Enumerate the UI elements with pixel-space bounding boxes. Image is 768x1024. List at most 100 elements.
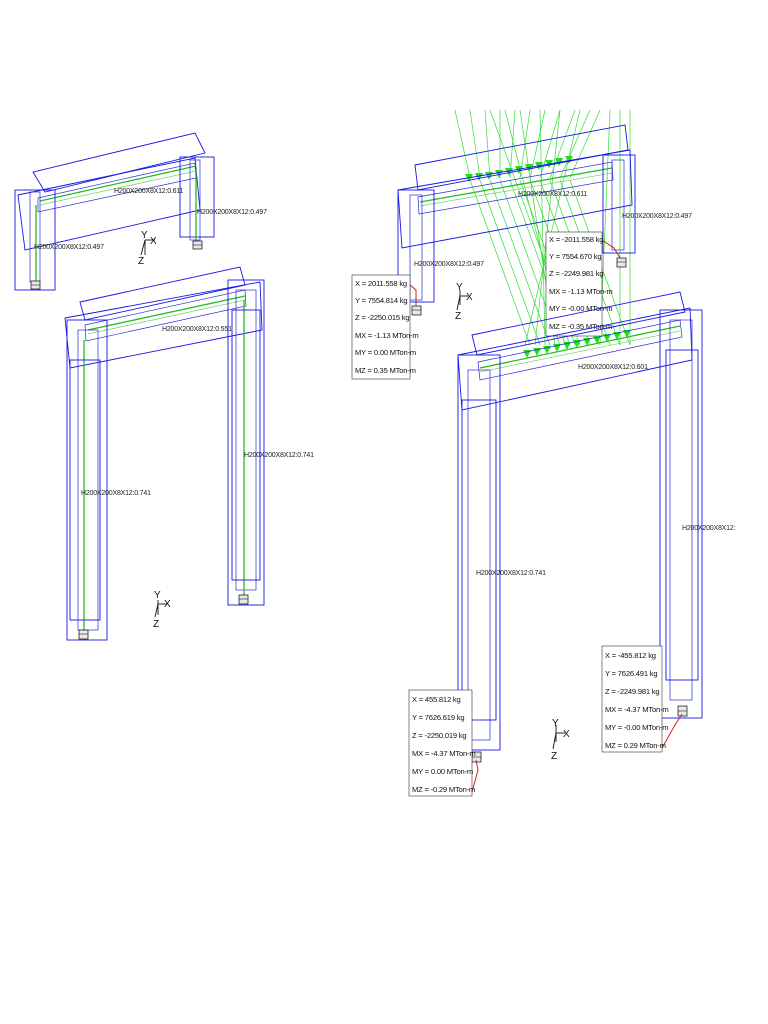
left-top-left-column-web [29,191,41,283]
reaction-line: MZ = -0.29 MTon-m [412,785,475,794]
reaction-line: X = 2011.558 kg [355,279,407,288]
left-bottom-right-column-back [231,309,261,581]
right-bottom-beam-centerline-2 [479,330,681,373]
right-bottom-reaction-left-leader [471,759,479,793]
right-top-frame [397,124,636,303]
left-bottom-left-column-web [77,329,99,631]
reaction-line: X = -2011.558 kg [549,235,603,244]
right-bottom-reaction-right-leader [661,713,683,749]
left-bottom-beam-centerline-2 [87,299,246,335]
right-top-right-column-web [611,159,625,251]
reaction-line: MX = -1.13 MTon-m [549,287,613,296]
right-top-reaction-right-lines: X = -2011.558 kg Y = 7554.670 kg Z = -22… [549,235,613,331]
left-top-left-support [30,280,41,290]
right-top-left-column-label: H200X200X8X12:0.497 [414,261,484,268]
right-bottom-right-column-label: H200X200X8X12: [682,525,735,532]
reaction-line: Y = 7626.491 kg [605,669,657,678]
reaction-line: Z = -2250.019 kg [412,731,466,740]
reaction-line: MZ = 0.35 MTon-m [355,366,416,375]
left-bottom-left-column-label: H200X200X8X12:0.741 [81,490,151,497]
left-top-axis-triad [140,239,155,256]
reaction-line: MZ = 0.29 MTon-m [605,741,666,750]
left-bottom-right-column [227,279,265,606]
right-top-left-column-web [409,194,423,301]
right-top-reaction-left-lines: X = 2011.558 kg Y = 7554.814 kg Z = -225… [355,279,419,375]
left-top-left-column-label: H200X200X8X12:0.497 [34,244,104,251]
left-bottom-axis-x: X [164,599,171,610]
reaction-line: MX = -4.37 MTon-m [412,749,476,758]
reaction-line: Y = 7554.670 kg [549,252,601,261]
reaction-line: MY = -0.00 MTon-m [605,723,668,732]
left-top-axis-x: X [150,236,157,247]
left-bottom-left-column [66,319,108,641]
right-top-beam-label: H200X200X8X12:0.611 [518,191,588,198]
reaction-line: MY = 0.00 MTon-m [412,767,473,776]
right-top-reaction-right-leader [601,239,621,259]
left-top-axis-z: Z [138,256,144,267]
right-top-reaction-right-box [545,231,603,337]
left-bottom-axis-y: Y [154,590,161,601]
left-top-frame [14,132,215,291]
right-bottom-beam-label: H200X200X8X12:0.601 [578,364,648,371]
left-bottom-left-column-back [69,359,101,621]
left-top-right-column-web [189,159,201,241]
left-top-left-column [14,189,56,291]
left-top-right-column [179,156,215,238]
reaction-line: MZ = -0.35 MTon-m [549,322,612,331]
right-top-beam-centerline-2 [419,172,613,207]
reaction-line: Y = 7626.619 kg [412,713,464,722]
right-bottom-axis-x: X [563,729,570,740]
right-top-right-column [602,154,636,254]
left-bottom-frame [64,266,265,641]
right-top-axis-y: Y [456,282,463,293]
reaction-line: MX = -4.37 MTon-m [605,705,669,714]
right-bottom-axis-z: Z [551,751,557,762]
left-bottom-right-support [238,594,249,605]
left-top-beam-outline-top [32,132,206,193]
right-bottom-axis-triad [552,725,565,750]
left-bottom-beam-label: H200X200X8X12:0.551 [162,326,232,333]
left-bottom-left-support [78,629,89,640]
right-bottom-left-column-web [467,369,491,741]
right-top-right-support [616,257,627,268]
reaction-line: MY = -0.00 MTon-m [549,304,612,313]
right-bottom-right-column [659,309,703,719]
left-bottom-beam-top [79,266,246,321]
reaction-line: Y = 7554.814 kg [355,296,407,305]
reaction-line: Z = -2250.015 kg [355,313,409,322]
right-top-beam-front [397,149,633,249]
right-top-beam-centerline [419,167,613,203]
reaction-line: MY = 0.00 MTon-m [355,348,416,357]
right-top-reaction-left-leader [409,284,417,306]
right-top-axis-triad [456,290,468,311]
right-bottom-reaction-left-lines: X = 455.812 kg Y = 7626.619 kg Z = -2250… [412,695,476,794]
right-bottom-beam-top [471,291,686,356]
right-bottom-right-column-back [665,349,699,681]
right-top-beam-flange [417,161,614,215]
reaction-line: MX = -1.13 MTon-m [355,331,419,340]
right-bottom-axis-y: Y [552,718,559,729]
left-bottom-axis-triad [154,600,167,618]
right-top-left-support [411,305,422,316]
reaction-line: Z = -2249.981 kg [605,687,659,696]
right-bottom-beam-centerline [479,325,681,369]
left-top-axis-y: Y [141,230,148,241]
reaction-line: Z = -2249.981 kg [549,269,603,278]
left-bottom-beam-flange [84,289,247,342]
right-bottom-left-column-label: H200X200X8X12:0.741 [476,570,546,577]
right-bottom-left-column [457,354,501,751]
reaction-line: X = 455.812 kg [412,695,461,704]
left-top-right-column-label: H200X200X8X12:0.497 [197,209,267,216]
left-bottom-beam-front [64,281,263,369]
right-bottom-right-support [677,705,688,717]
right-bottom-reaction-left-box [408,689,473,797]
right-bottom-reaction-right-box [601,645,663,753]
right-bottom-left-column-back [461,399,497,721]
right-top-right-column-label: H200X200X8X12:0.497 [622,213,692,220]
right-top-beam-top [414,124,629,191]
left-bottom-axis-z: Z [153,619,159,630]
right-bottom-reaction-right-lines: X = -455.812 kg Y = 7626.491 kg Z = -224… [605,651,669,750]
left-top-beam-label: H200X200X8X12:0.611 [114,188,184,195]
right-top-reaction-left-box [351,274,411,380]
left-bottom-beam-centerline [87,295,246,331]
